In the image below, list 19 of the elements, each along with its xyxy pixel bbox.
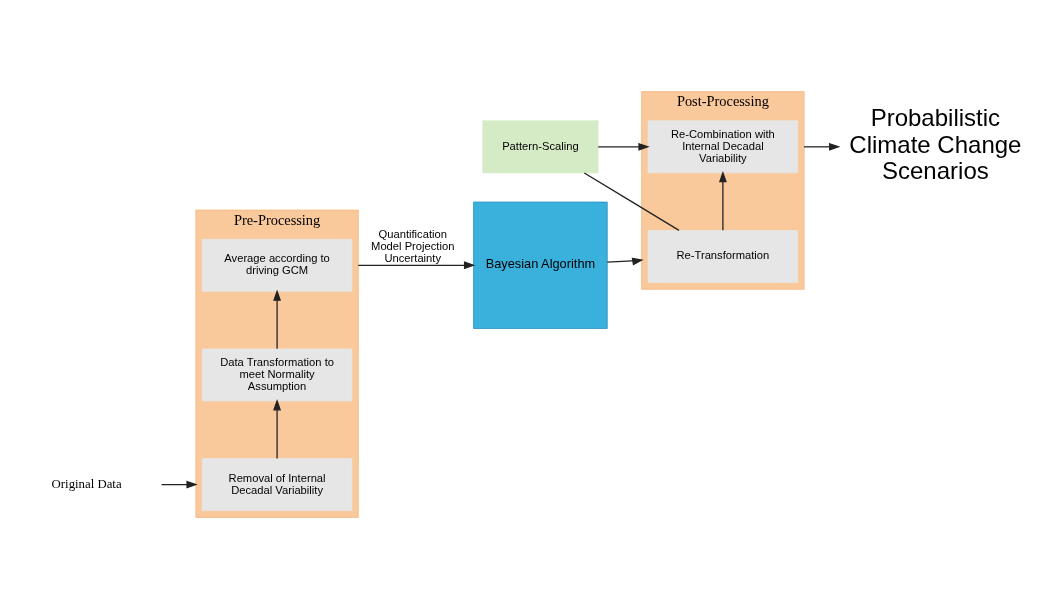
arrow xyxy=(718,171,727,231)
arrow xyxy=(273,399,282,460)
arrow xyxy=(160,480,198,489)
node-text: Original Data xyxy=(51,476,122,491)
node-box: Pattern-Scaling xyxy=(482,120,599,174)
arrow xyxy=(803,142,841,151)
arrow xyxy=(357,261,476,270)
arrow xyxy=(606,257,644,266)
connector xyxy=(583,172,680,231)
node-box: Re-Combination with Internal Decadal Variability xyxy=(647,120,799,174)
node-box: Removal of Internal Decadal Variability xyxy=(201,458,353,511)
node-box: Re-Transformation xyxy=(647,230,799,283)
node-box: Average according to driving GCM xyxy=(201,238,353,292)
node-box: Bayesian Algorithm xyxy=(473,201,608,329)
arrow xyxy=(597,142,650,151)
node-text: Probabilistic Climate Change Scenarios xyxy=(849,104,1022,185)
edge-label: Quantification Model Projection Uncertainty xyxy=(371,228,455,265)
node-box: Data Transformation to meet Normality Assumption xyxy=(201,348,353,402)
arrow xyxy=(273,289,282,350)
